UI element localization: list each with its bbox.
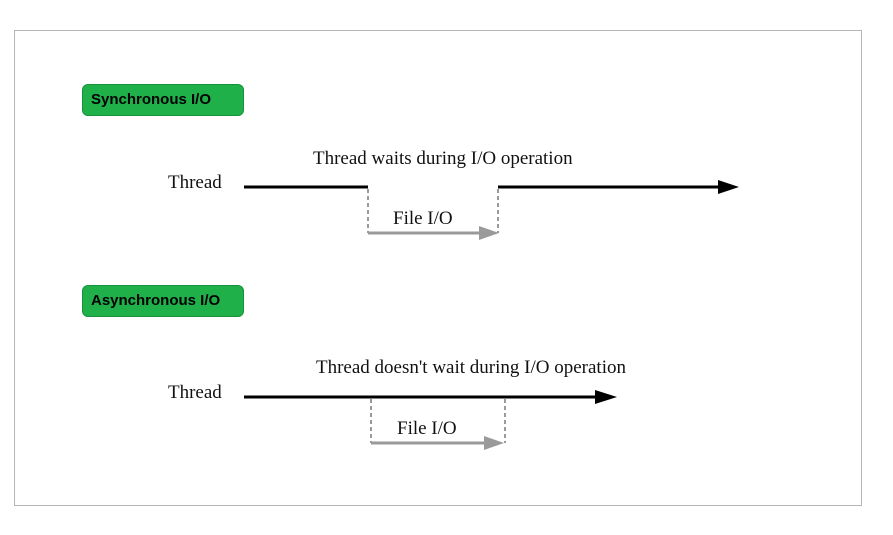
async-badge-label: Asynchronous I/O (91, 292, 221, 309)
async-io-label: File I/O (397, 418, 457, 439)
sync-badge-label: Synchronous I/O (91, 91, 212, 108)
sync-badge: Synchronous I/O (82, 84, 244, 116)
async-thread-label: Thread (168, 382, 222, 403)
sync-caption: Thread waits during I/O operation (313, 148, 573, 169)
sync-io-arrowhead (479, 226, 499, 240)
sync-thread-arrowhead (718, 180, 739, 194)
sync-io-label: File I/O (393, 208, 453, 229)
async-badge: Asynchronous I/O (82, 285, 244, 317)
sync-thread-label: Thread (168, 172, 222, 193)
async-caption: Thread doesn't wait during I/O operation (316, 357, 626, 378)
async-thread-arrowhead (595, 390, 617, 404)
async-io-arrowhead (484, 436, 504, 450)
